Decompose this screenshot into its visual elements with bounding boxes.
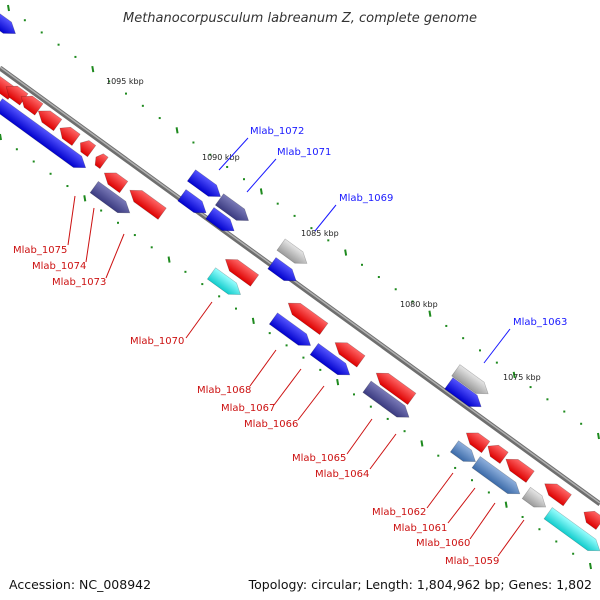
gene-label[interactable]: Mlab_1073: [52, 277, 106, 288]
scale-tick-major: [504, 501, 508, 508]
gene-arrow[interactable]: [309, 342, 354, 380]
gene-arrow[interactable]: [502, 454, 535, 483]
gene-arrow[interactable]: [221, 254, 260, 287]
gene-arrow[interactable]: [372, 367, 417, 406]
scale-tick-major: [589, 562, 592, 570]
gene-label[interactable]: Mlab_1065: [292, 453, 346, 464]
scale-labels: 1095 kbp 1090 kbp 1085 kbp 1080 kbp 1075…: [106, 77, 541, 382]
gene-arrow[interactable]: [0, 98, 90, 174]
gene-arrow[interactable]: [471, 456, 524, 499]
gene-arrow[interactable]: [92, 151, 109, 170]
scale-track-outer: [7, 4, 600, 440]
label-connectors: [67, 137, 525, 557]
scale-tick-major: [0, 133, 2, 141]
gene-arrow[interactable]: [268, 312, 314, 351]
scale-tick-major: [428, 310, 432, 317]
scale-tick-major: [7, 4, 10, 12]
gene-arrow[interactable]: [126, 185, 167, 220]
gene-arrow[interactable]: [451, 364, 493, 400]
scale-tick-major: [259, 188, 263, 195]
scale-tick-major: [597, 432, 600, 440]
scale-label: 1075 kbp: [503, 373, 541, 382]
scale-tick-major: [83, 195, 87, 202]
scale-tick-major: [91, 65, 95, 73]
scale-tick-major: [336, 378, 340, 386]
gene-label[interactable]: Mlab_1068: [197, 385, 251, 396]
gene-arrow[interactable]: [543, 507, 600, 557]
gene-label[interactable]: Mlab_1071: [277, 147, 331, 158]
scale-tick-major: [251, 317, 255, 325]
gene-label[interactable]: Mlab_1059: [445, 556, 499, 567]
scale-label: 1095 kbp: [106, 77, 144, 86]
scale-tick-major: [420, 440, 424, 447]
scale-tick-major: [175, 127, 179, 134]
gene-arrow[interactable]: [362, 380, 413, 423]
gene-labels: Mlab_1072 Mlab_1071 Mlab_1069 Mlab_1063 …: [13, 126, 567, 567]
scale-tick-major: [167, 256, 171, 263]
accession-text: Accession: NC_008942: [9, 577, 152, 592]
gene-arrow[interactable]: [331, 337, 366, 368]
gene-arrow[interactable]: [276, 238, 311, 269]
gene-arrow[interactable]: [17, 91, 44, 116]
gene-arrow[interactable]: [89, 180, 134, 218]
gene-arrow[interactable]: [205, 207, 238, 237]
gene-arrow[interactable]: [580, 506, 600, 530]
scale-label: 1090 kbp: [202, 153, 240, 162]
gene-arrow[interactable]: [100, 167, 129, 194]
gene-arrow[interactable]: [462, 427, 491, 454]
scale-label: 1085 kbp: [301, 229, 339, 238]
gene-features: [0, 12, 600, 557]
gene-arrow[interactable]: [484, 440, 509, 464]
gene-arrow[interactable]: [206, 267, 244, 300]
scale-label: 1080 kbp: [400, 300, 438, 309]
map-title: Methanocorpusculum labreanum Z, complete…: [123, 11, 477, 26]
scale-tick-major: [512, 371, 516, 379]
gene-arrow[interactable]: [267, 257, 300, 287]
gene-arrow[interactable]: [214, 193, 252, 226]
gene-arrow[interactable]: [56, 122, 81, 146]
gene-label[interactable]: Mlab_1074: [32, 261, 86, 272]
gene-arrow[interactable]: [177, 189, 210, 219]
gene-arrow[interactable]: [0, 12, 20, 40]
gene-arrow[interactable]: [521, 486, 550, 512]
gene-label[interactable]: Mlab_1072: [250, 126, 304, 137]
scale-track-inner: [0, 133, 592, 570]
gene-label[interactable]: Mlab_1060: [416, 538, 470, 549]
gene-label[interactable]: Mlab_1070: [130, 336, 184, 347]
gene-label[interactable]: Mlab_1064: [315, 469, 369, 480]
gene-arrow[interactable]: [444, 377, 486, 413]
gene-label[interactable]: Mlab_1062: [372, 507, 426, 518]
gene-arrow[interactable]: [449, 440, 479, 468]
gene-arrow[interactable]: [284, 297, 329, 336]
genome-backbone: [0, 65, 600, 507]
gene-label[interactable]: Mlab_1063: [513, 317, 567, 328]
gene-label[interactable]: Mlab_1061: [393, 523, 447, 534]
gene-arrow[interactable]: [186, 169, 224, 202]
gene-label[interactable]: Mlab_1066: [244, 419, 298, 430]
gene-label[interactable]: Mlab_1067: [221, 403, 275, 414]
gene-label[interactable]: Mlab_1075: [13, 245, 67, 256]
genome-summary-text: Topology: circular; Length: 1,804,962 bp…: [248, 577, 592, 592]
gene-arrow[interactable]: [76, 137, 97, 158]
gene-arrow[interactable]: [34, 105, 63, 132]
gene-label[interactable]: Mlab_1069: [339, 193, 393, 204]
gene-arrow[interactable]: [541, 478, 572, 507]
scale-tick-major: [344, 249, 348, 256]
